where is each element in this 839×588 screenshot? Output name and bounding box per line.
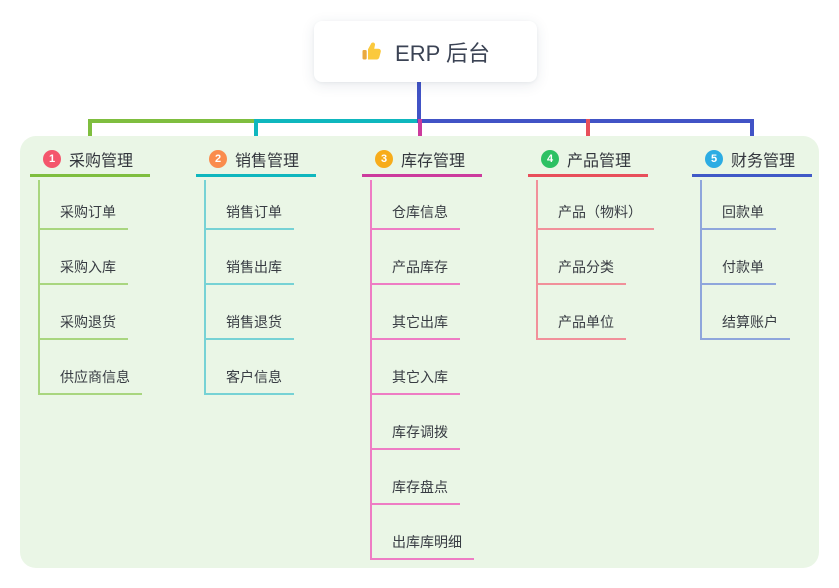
child-node[interactable]: 产品（物料） bbox=[536, 200, 654, 230]
branch-spine-3 bbox=[370, 180, 372, 560]
child-node[interactable]: 产品库存 bbox=[370, 255, 460, 285]
child-node[interactable]: 销售订单 bbox=[204, 200, 294, 230]
branch-badge-3: 3 bbox=[375, 150, 393, 168]
branch-label-4: 产品管理 bbox=[567, 153, 632, 170]
branch-spine-1 bbox=[38, 180, 40, 395]
branch-drop-line-2 bbox=[254, 119, 258, 144]
branch-drop-line-1 bbox=[88, 119, 92, 144]
branch-spine-2 bbox=[204, 180, 206, 395]
child-node[interactable]: 采购入库 bbox=[38, 255, 128, 285]
child-node[interactable]: 结算账户 bbox=[700, 310, 790, 340]
child-node[interactable]: 回款单 bbox=[700, 200, 776, 230]
branch-label-3: 库存管理 bbox=[401, 153, 466, 170]
child-node[interactable]: 产品单位 bbox=[536, 310, 626, 340]
thumbs-up-icon bbox=[362, 42, 381, 59]
child-node[interactable]: 销售出库 bbox=[204, 255, 294, 285]
mindmap-panel bbox=[20, 136, 819, 568]
child-node[interactable]: 库存盘点 bbox=[370, 475, 460, 505]
branch-header-2[interactable]: 2 销售管理 bbox=[196, 144, 316, 177]
connector-bus-segment-2 bbox=[254, 119, 417, 123]
branch-drop-line-4 bbox=[586, 119, 590, 144]
child-node[interactable]: 付款单 bbox=[700, 255, 776, 285]
branch-header-4[interactable]: 4 产品管理 bbox=[528, 144, 648, 177]
child-node[interactable]: 产品分类 bbox=[536, 255, 626, 285]
branch-label-1: 采购管理 bbox=[69, 153, 134, 170]
child-node[interactable]: 销售退货 bbox=[204, 310, 294, 340]
root-node-label: ERP 后台 bbox=[395, 40, 490, 66]
branch-badge-1: 1 bbox=[43, 150, 61, 168]
child-node[interactable]: 其它出库 bbox=[370, 310, 460, 340]
child-node[interactable]: 出库库明细 bbox=[370, 530, 474, 560]
connector-bus-segment-1 bbox=[88, 119, 254, 123]
child-node[interactable]: 供应商信息 bbox=[38, 365, 142, 395]
child-node[interactable]: 客户信息 bbox=[204, 365, 294, 395]
branch-badge-5: 5 bbox=[705, 150, 723, 168]
branch-drop-line-5 bbox=[750, 119, 754, 144]
branch-badge-2: 2 bbox=[209, 150, 227, 168]
branch-spine-5 bbox=[700, 180, 702, 340]
child-node[interactable]: 其它入库 bbox=[370, 365, 460, 395]
branch-drop-line-3 bbox=[418, 119, 422, 144]
child-node[interactable]: 库存调拨 bbox=[370, 420, 460, 450]
child-node[interactable]: 仓库信息 bbox=[370, 200, 460, 230]
branch-spine-4 bbox=[536, 180, 538, 340]
branch-badge-4: 4 bbox=[541, 150, 559, 168]
root-connector-line bbox=[417, 82, 421, 123]
branch-header-1[interactable]: 1 采购管理 bbox=[30, 144, 150, 177]
branch-header-3[interactable]: 3 库存管理 bbox=[362, 144, 482, 177]
root-node[interactable]: ERP 后台 bbox=[314, 21, 537, 82]
branch-header-5[interactable]: 5 财务管理 bbox=[692, 144, 812, 177]
connector-bus-segment-3 bbox=[417, 119, 754, 123]
child-node[interactable]: 采购退货 bbox=[38, 310, 128, 340]
child-node[interactable]: 采购订单 bbox=[38, 200, 128, 230]
branch-label-2: 销售管理 bbox=[235, 153, 300, 170]
branch-label-5: 财务管理 bbox=[731, 153, 796, 170]
